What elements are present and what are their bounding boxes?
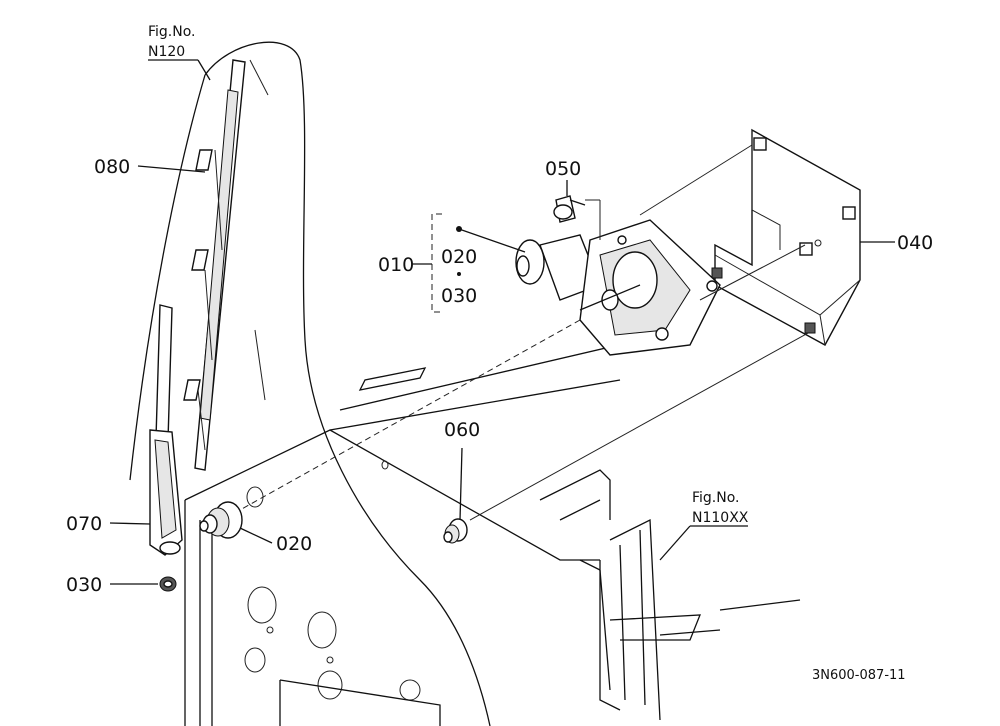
grommet-060[interactable] [443,518,468,544]
grommet-020[interactable] [199,501,243,539]
callout-010: 010 [378,254,414,276]
callout-020: 020 [276,533,312,555]
callout-070: 070 [66,513,102,535]
bracket-040[interactable] [711,128,861,346]
wiper-arm-070[interactable] [149,304,183,556]
bolt-050[interactable] [553,195,586,223]
drawing-number: 3N600-087-11 [812,668,906,683]
callout-030-group: 030 [441,285,477,307]
leader-lines [109,59,895,585]
labels: Fig.No. N120 Fig.No. N110XX 080 010 020 … [66,24,933,683]
wiper-blade-080[interactable] [183,59,246,471]
fig-ref-right-line2: N110XX [692,510,749,526]
callout-030: 030 [66,574,102,596]
callout-060: 060 [444,419,480,441]
wiper-motor-010[interactable] [515,219,721,356]
fig-ref-top-line1: Fig.No. [148,24,196,40]
cab-frame [129,41,801,726]
callout-040: 040 [897,232,933,254]
callout-050: 050 [545,158,581,180]
fig-ref-top-line2: N120 [148,44,185,60]
callout-020-group: 020 [441,246,477,268]
nut-030[interactable] [159,576,177,592]
fig-ref-right-line1: Fig.No. [692,490,740,506]
callout-080: 080 [94,156,130,178]
